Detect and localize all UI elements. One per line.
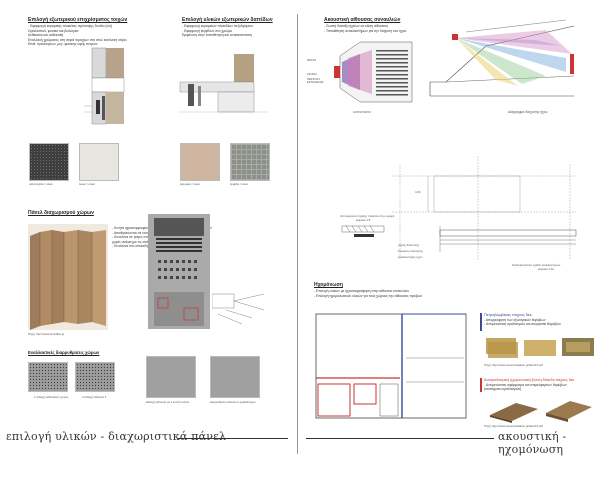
exterior-cladding-text: - Εφαρμογή κεραμικής πλακέτας πρόσοψης δ…	[28, 24, 148, 47]
partition-panel-photo	[28, 224, 108, 330]
item-title: Αντικραδασμική ηχομονωτική ξύλινη δάπεδο…	[484, 378, 576, 382]
item1-marker	[480, 313, 482, 331]
photo-source: Πηγή: http://www.dorsalfax.gr	[28, 332, 65, 336]
glass-block-swatch	[29, 143, 69, 181]
mosaic-swatch	[230, 143, 270, 181]
left-footer-title: επιλογή υλικών - διαχωριστικά πάνελ	[6, 430, 227, 443]
section-dimension: 4.00	[415, 190, 421, 194]
floor-insulation-images	[490, 401, 592, 423]
acoustic-text: - Σωστή διάταξη ηχείων σε κλίση αίθουσας…	[324, 24, 434, 33]
text-line: - Τοποθέτηση ανακλαστήρων για την διάχυσ…	[324, 28, 407, 33]
diagram-caption: Διάγραμμα διάχυσης ήχου	[508, 110, 548, 114]
item2-source: Πηγή: http://www.isoverinsulation.gr/fil…	[484, 424, 543, 428]
reflector-drawing-scale: κλίμακα 1:10	[538, 267, 554, 271]
layout-thumb-3	[146, 356, 196, 398]
layout-caption: 2 εκδοχή αίθουσα 1	[82, 395, 107, 399]
floor-section-drawing	[178, 54, 268, 113]
section-label-joint: Αρμός διαστολής	[398, 243, 420, 247]
layout-caption: Διαρρύθμιση αιθουσών αμφιθεάτρου	[210, 400, 256, 404]
wall-section-drawing	[84, 47, 125, 125]
insulation-item-1: Πετροβάμβακας πάχους 5εκ. - Απορρόφηση τ…	[484, 313, 596, 327]
swatch-caption: ψηφίδα / υλικό	[230, 182, 248, 186]
hall-label: ΣΚΗΝΗ	[307, 72, 317, 76]
text-line: Επιθ. προσόψεων, μεγ. φυσικής υφής πετρώ…	[28, 42, 98, 47]
reflector-drawing-caption: Κατασκευαστικό σχέδιο ανακλαστήρων	[512, 263, 561, 267]
partition-panels-title: Πάνελ διαχωρισμού χώρων	[28, 210, 94, 216]
right-footer-title: ακουστική - ηχομόνωση	[498, 430, 567, 456]
reflector-section-drawing	[392, 156, 577, 260]
exterior-floor-title: Επιλογή υλικών εξωτερικών δαπέδων	[182, 17, 273, 23]
item-title: Πετροβάμβακας πάχους 5εκ.	[484, 313, 533, 317]
hall-label: ΠΕΡΙΟΧΗ ΕΚΤΕΛΕΣΗΣ	[307, 77, 324, 85]
insulation-title: Ηχομόνωση	[314, 282, 343, 288]
text-line: - Εφαρμογή κεραμικών πλακιδίων πεζοδρόμι…	[182, 24, 253, 28]
item2-marker	[480, 378, 482, 392]
swatch-caption: κεραμικό / υλικό	[180, 182, 200, 186]
section-label-hanger: Συσκευή ανάρτησης	[398, 249, 423, 253]
insulation-text: - Επιλογή υλικών με ηχοαπορρόφηση στην α…	[314, 289, 474, 298]
section-label-reflector: Ανακλαστήρες ήχου	[398, 255, 423, 259]
text-line: - Σωστή διάταξη ηχείων σε κλίση αίθουσας	[324, 24, 389, 28]
swatch-caption: υαλότουβλα / υλικό	[29, 182, 53, 186]
layout-thumb-1	[28, 362, 68, 392]
rockwool-images	[486, 338, 594, 358]
text-line: - Εφαρμογή ψηφίδων στο χρώμα	[182, 28, 232, 33]
item-line: (κτυπήματα κραδασμών)	[484, 387, 522, 392]
exterior-cladding-title: Επιλογή εξωτερικού επιχρίσματος τοιχών	[28, 17, 128, 23]
text-line: - Εφαρμογή κεραμικής πλακέτας πρόσοψης δ…	[28, 24, 113, 28]
layout-caption: Εκδοχή αίθουσα με 2 κινητά πάνελ	[146, 400, 190, 404]
item1-source: Πηγή: http://www.isoverinsulation.gr/fil…	[484, 363, 543, 367]
layout-caption: 1 εκδοχή εκθεσιακός χώρος	[34, 395, 69, 399]
sound-diffusion-diagram	[429, 19, 575, 97]
hall-label: ΦΑΤΣΑ	[307, 58, 317, 62]
exterior-floor-text: - Εφαρμογή κεραμικών πλακιδίων πεζοδρόμι…	[182, 24, 292, 38]
layout-thumb-4	[210, 356, 260, 398]
fix-detail-caption: Λεπτομέρεια στηρίξης πλαισίου στην οροφή	[340, 214, 395, 218]
text-line: Ομαλόστικό, φυσικό και βιολογικό	[28, 28, 79, 33]
fix-detail-scale: κλίμακα 1:5	[356, 218, 371, 222]
rehearsal-floor-plan	[315, 313, 467, 419]
layout-thumb-2	[75, 362, 115, 392]
swatch-caption: λευκό / υλικό	[79, 182, 95, 186]
item-line: - Αντιμετώπιση κραδασμών και συγκρατεί θ…	[484, 322, 561, 327]
insulation-item-2: Αντικραδασμική ηχομονωτική ξύλινη δάπεδο…	[484, 378, 596, 392]
bullet: χωρίς ανάγκη με τις ανάγκες	[112, 239, 155, 244]
ceiling-fix-detail	[341, 225, 385, 237]
hall-label: ΑΚΡΟΑΤΗΡΙΟ	[353, 110, 371, 114]
panel-hinge-detail	[212, 293, 265, 325]
alt-layouts-title: Εναλλακτικές διαρρυθμίσεις χώρων	[28, 350, 100, 355]
auditorium-plan-drawing	[148, 214, 210, 329]
acoustic-title: Ακουστική αίθουσας συναυλιών	[324, 17, 401, 23]
hall-plan-drawing	[334, 41, 413, 103]
white-swatch	[79, 143, 119, 181]
item-line: - Αντιμετώπιση σφάρμισμα και στερεόφερτω…	[484, 382, 567, 387]
text-line: Εναλλαγή χρώματος στη σειρά τεμαχίων στο…	[28, 37, 127, 42]
right-footer-rule	[306, 438, 494, 439]
left-footer-rule	[178, 438, 288, 439]
text-line: Εμφάνιση στην τοποθέτηση και αντικατάστα…	[182, 33, 252, 38]
center-divider	[297, 14, 298, 454]
item-line: - Απορρόφηση των εξωτερικών θορύβων	[484, 317, 546, 322]
ceramic-swatch	[180, 143, 220, 181]
text-line: - Επιλογή υλικών με ηχοαπορρόφηση στην α…	[314, 289, 410, 293]
text-line: - Επιλογή ηχομονωτικών υλικών για τους χ…	[314, 293, 423, 298]
text-line: Ανθεκτικό και ανθεκτική	[28, 33, 64, 38]
